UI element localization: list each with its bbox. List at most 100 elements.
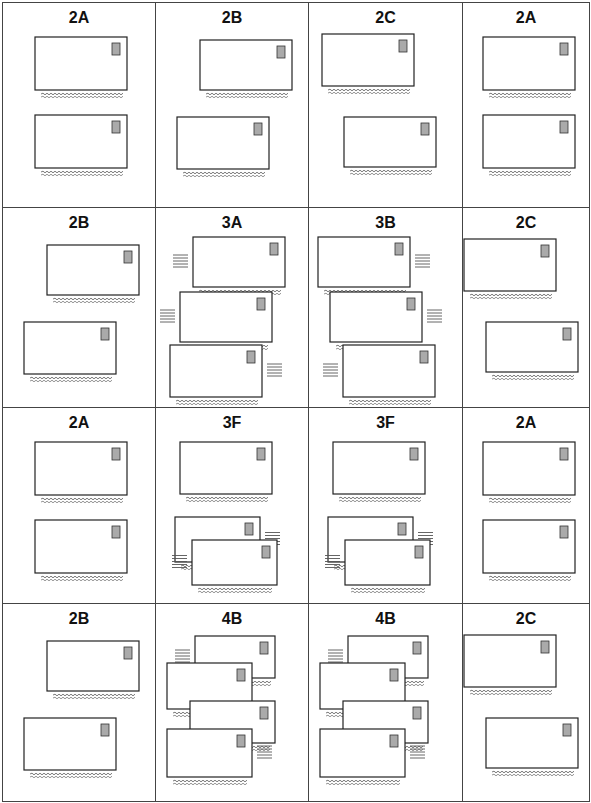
- address-underline: [349, 400, 431, 402]
- stamp: [257, 448, 265, 460]
- address-underline: [350, 173, 432, 175]
- envelope: [486, 718, 578, 768]
- address-underline: [176, 403, 258, 405]
- motion-line: [173, 264, 188, 265]
- envelope: [320, 729, 405, 777]
- motion-line: [410, 746, 425, 747]
- address-underline: [492, 375, 574, 377]
- address-underline: [492, 771, 574, 773]
- address-underline: [206, 93, 288, 95]
- stamp: [270, 243, 278, 255]
- address-underline: [328, 89, 410, 91]
- address-underline: [41, 93, 123, 95]
- envelope: [177, 117, 269, 169]
- stamp: [563, 328, 571, 340]
- stamp: [415, 546, 423, 558]
- address-underline: [41, 498, 123, 500]
- motion-line: [172, 561, 187, 562]
- envelope: [486, 322, 578, 372]
- stamp: [101, 328, 109, 340]
- motion-line: [257, 752, 272, 753]
- envelope: [483, 115, 575, 168]
- stamp: [124, 647, 132, 659]
- envelope: [35, 115, 127, 168]
- motion-line: [160, 322, 175, 323]
- motion-line: [257, 749, 272, 750]
- motion-line: [427, 322, 442, 323]
- address-underline: [489, 93, 571, 95]
- motion-line: [328, 656, 343, 657]
- cell-label: 2A: [3, 9, 155, 27]
- motion-line: [328, 659, 343, 660]
- motion-line: [323, 364, 338, 365]
- grid-cell: 2A: [2, 2, 156, 208]
- motion-line: [173, 267, 188, 268]
- address-underline: [326, 783, 400, 785]
- cell-label: 2A: [463, 414, 589, 432]
- motion-line: [265, 532, 280, 533]
- grid-cell: 2A: [2, 407, 156, 604]
- envelope: [35, 442, 127, 495]
- motion-line: [265, 535, 280, 536]
- stamp: [112, 121, 120, 133]
- motion-line: [175, 662, 190, 663]
- stamp: [560, 526, 568, 538]
- address-underline: [30, 773, 112, 775]
- stamp: [560, 448, 568, 460]
- motion-line: [160, 319, 175, 320]
- motion-line: [267, 373, 282, 374]
- cell-label: 2B: [3, 610, 155, 628]
- motion-line: [257, 758, 272, 759]
- stamp: [254, 123, 262, 135]
- envelope: [344, 117, 436, 167]
- stamp: [237, 735, 245, 747]
- motion-line: [267, 367, 282, 368]
- stamp: [421, 123, 429, 135]
- address-underline: [30, 377, 112, 379]
- address-underline: [328, 92, 410, 94]
- motion-line: [267, 370, 282, 371]
- stamp: [560, 121, 568, 133]
- envelope: [483, 442, 575, 495]
- stamp: [395, 243, 403, 255]
- cell-label: 3B: [309, 214, 462, 232]
- address-underline: [41, 501, 123, 503]
- envelope: [35, 37, 127, 90]
- motion-line: [418, 535, 433, 536]
- motion-line: [415, 258, 430, 259]
- address-underline: [470, 690, 552, 692]
- cell-label: 3F: [309, 414, 462, 432]
- envelope: [345, 540, 430, 585]
- envelope: [180, 292, 272, 342]
- motion-line: [418, 532, 433, 533]
- motion-line: [410, 752, 425, 753]
- motion-line: [173, 261, 188, 262]
- motion-line: [325, 558, 340, 559]
- motion-line: [172, 564, 187, 565]
- motion-line: [160, 310, 175, 311]
- motion-line: [415, 267, 430, 268]
- motion-line: [173, 255, 188, 256]
- cell-label: 4B: [309, 610, 462, 628]
- envelope: [318, 237, 410, 287]
- address-underline: [489, 579, 571, 581]
- stamp: [112, 526, 120, 538]
- motion-line: [427, 313, 442, 314]
- cell-label: 2A: [3, 414, 155, 432]
- motion-line: [265, 538, 280, 539]
- stamp: [390, 669, 398, 681]
- motion-line: [267, 364, 282, 365]
- address-underline: [489, 498, 571, 500]
- envelope: [47, 641, 139, 691]
- address-underline: [489, 96, 571, 98]
- address-underline: [53, 697, 135, 699]
- stamp: [112, 43, 120, 55]
- cell-label: 2B: [156, 9, 308, 27]
- stamp: [413, 707, 421, 719]
- motion-line: [257, 746, 272, 747]
- stamp: [260, 642, 268, 654]
- address-underline: [53, 694, 135, 696]
- grid-cell: 3F: [155, 407, 309, 604]
- address-underline: [53, 301, 135, 303]
